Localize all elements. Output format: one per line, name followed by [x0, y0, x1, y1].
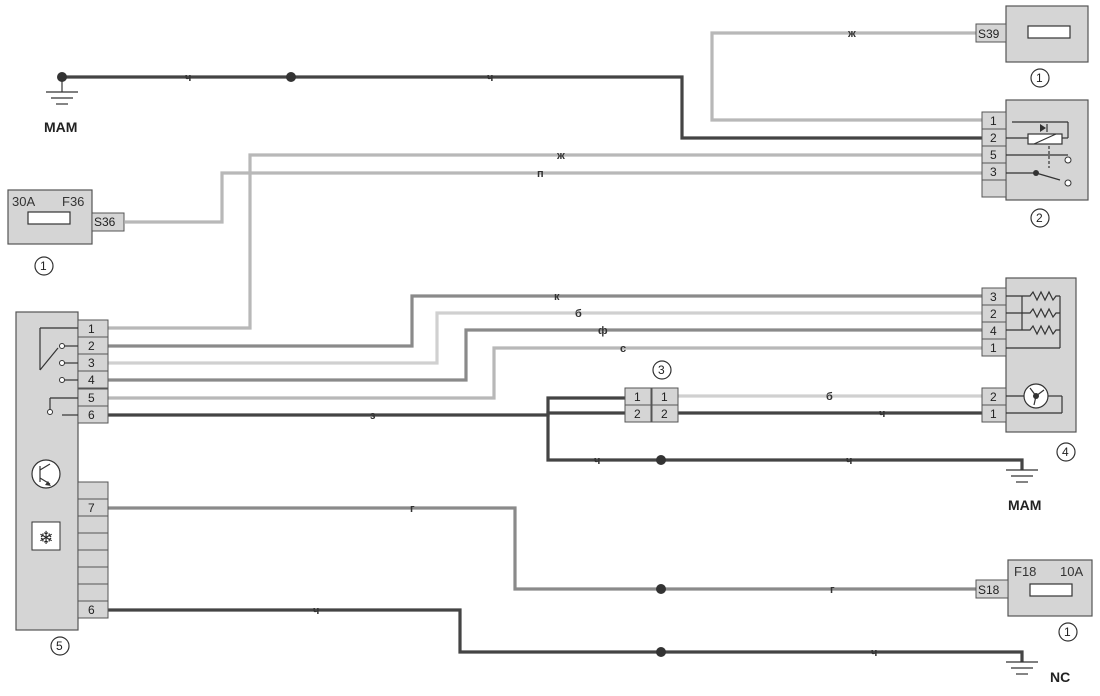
- wire-label-black-gnd-2: ч: [846, 455, 852, 467]
- heater-fan-unit: [981, 277, 1077, 433]
- wire-label-blue-2: г: [830, 584, 835, 596]
- switch-pin-6-lower: 6: [88, 603, 95, 617]
- ground-label-mid: MAM: [1008, 497, 1041, 513]
- switch-pin-5: 5: [88, 391, 95, 405]
- wire-label-pink-relay: п: [537, 168, 544, 180]
- fuse-f18-name: F18: [1014, 564, 1036, 579]
- switch-pin-3: 3: [88, 356, 95, 370]
- wire-label-black-gnd-1: ч: [594, 455, 600, 467]
- callout-fuse-s39: 1: [1036, 71, 1043, 85]
- fuse-block-s39: [975, 5, 1089, 63]
- wire-label-black-2: ч: [487, 72, 493, 84]
- wire-label-yellow-top: ж: [847, 28, 856, 40]
- wire-yellow-relay: [108, 153, 982, 330]
- heater-pin-3: 3: [990, 290, 997, 304]
- heater-pin-2: 2: [990, 307, 997, 321]
- wire-green: [108, 396, 625, 417]
- switch-pin-2: 2: [88, 339, 95, 353]
- wire-label-grey: с: [620, 343, 626, 355]
- fuse-f36-rating: 30A: [12, 194, 35, 209]
- wire-grey: [108, 346, 982, 400]
- fuse-f36-terminal: S36: [94, 215, 116, 229]
- callout-fuse-f36: 1: [40, 259, 47, 273]
- ground-symbol-mid: [1006, 469, 1038, 483]
- callout-heater-fan: 4: [1062, 445, 1069, 459]
- wire-label-black-nc-2: ч: [871, 647, 877, 659]
- relay-pin-2: 2: [990, 131, 997, 145]
- fuse-f36-name: F36: [62, 194, 84, 209]
- fuse-f18-rating: 10A: [1060, 564, 1083, 579]
- fan-pin-1: 1: [990, 407, 997, 421]
- switch-unit: [15, 311, 109, 631]
- wire-black-nc: [108, 608, 1024, 662]
- connector-right-pin-2: 2: [661, 407, 668, 421]
- connector-right-pin-1: 1: [661, 390, 668, 404]
- wire-label-yellow-relay: ж: [556, 150, 565, 162]
- wire-brown: [108, 294, 982, 348]
- wire-label-black-fan: ч: [879, 408, 885, 420]
- fuse-block-f36: [7, 189, 125, 245]
- relay-block: [981, 99, 1089, 201]
- relay-pin-5: 5: [990, 148, 997, 162]
- connector-left-pin-2: 2: [634, 407, 641, 421]
- wire-black-top: [57, 72, 982, 140]
- callout-switch-unit: 5: [56, 639, 63, 653]
- wire-pink-relay: [125, 171, 982, 224]
- fan-pin-2: 2: [990, 390, 997, 404]
- ground-label-top: MAM: [44, 119, 77, 135]
- wire-label-black-nc-1: ч: [313, 605, 319, 617]
- wire-label-violet: ф: [598, 325, 608, 337]
- wire-label-brown: к: [554, 291, 560, 303]
- wire-label-black-1: ч: [185, 72, 191, 84]
- callout-relay: 2: [1036, 211, 1043, 225]
- wire-label-white: б: [575, 308, 582, 320]
- wire-yellow-s39: [710, 31, 982, 122]
- switch-pin-7: 7: [88, 501, 95, 515]
- ground-symbol-top: [46, 77, 78, 105]
- connector-left-pin-1: 1: [634, 390, 641, 404]
- connector-block: [624, 387, 679, 423]
- heater-pin-4: 4: [990, 324, 997, 338]
- heater-pin-1: 1: [990, 341, 997, 355]
- switch-pin-6: 6: [88, 408, 95, 422]
- wire-label-blue-1: г: [410, 503, 415, 515]
- relay-pin-1: 1: [990, 114, 997, 128]
- fuse-s39-terminal: S39: [978, 27, 1000, 41]
- switch-pin-4: 4: [88, 373, 95, 387]
- wire-white: [108, 311, 982, 365]
- wire-black-ground: [546, 411, 1024, 470]
- snowflake-icon: ❄: [38, 528, 53, 549]
- wire-blue: [108, 506, 976, 594]
- wire-label-white-fan: б: [826, 391, 833, 403]
- callout-fuse-f18: 1: [1064, 625, 1071, 639]
- wire-violet: [108, 328, 982, 382]
- ground-label-bottom: NC: [1050, 669, 1070, 685]
- fuse-block-f18: [975, 559, 1093, 617]
- switch-pin-1: 1: [88, 322, 95, 336]
- callout-connector: 3: [658, 363, 665, 377]
- ground-symbol-bottom: [1006, 661, 1038, 675]
- wire-label-green: з: [370, 410, 376, 422]
- relay-pin-3: 3: [990, 165, 997, 179]
- fuse-f18-terminal: S18: [978, 583, 1000, 597]
